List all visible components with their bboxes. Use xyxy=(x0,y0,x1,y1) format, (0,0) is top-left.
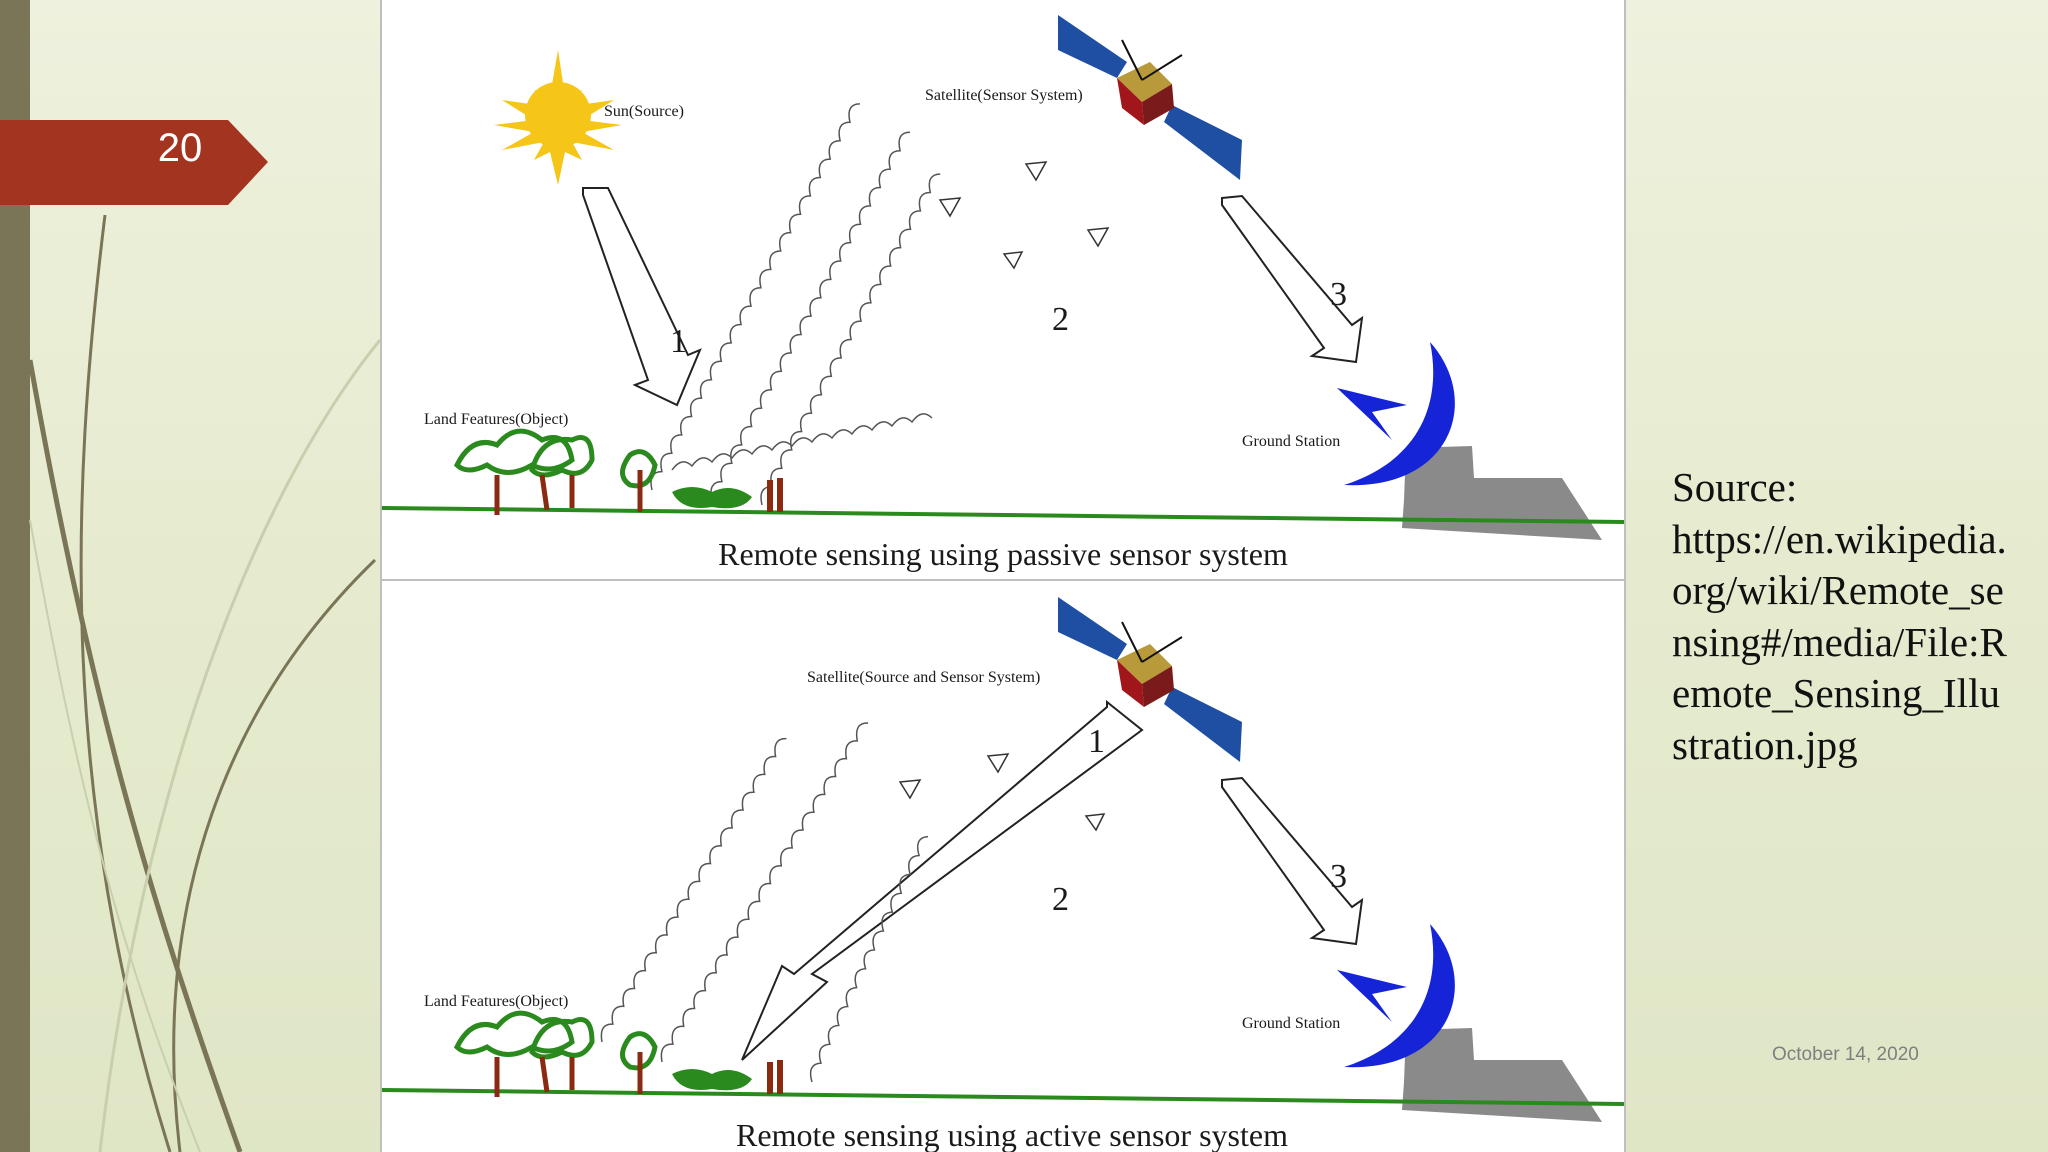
wave-arrowheads-icon-active xyxy=(898,753,1106,832)
ground-station-label-active: Ground Station xyxy=(1242,1015,1340,1032)
slide-date: October 14, 2020 xyxy=(1772,1044,1919,1065)
land-features-icon-active xyxy=(382,1010,1624,1106)
decorative-curves xyxy=(27,214,380,1152)
step-3-label: 3 xyxy=(1330,276,1347,313)
reflected-waves-icon-active xyxy=(600,722,929,1083)
step-2-label-active: 2 xyxy=(1052,881,1069,918)
source-citation: Source: https://en.wikipedia.org/wiki/Re… xyxy=(1672,462,2012,771)
reflected-waves-icon xyxy=(650,103,941,506)
arrow-1-icon-active xyxy=(741,699,1144,1061)
sun-icon xyxy=(494,50,622,185)
land-features-icon xyxy=(382,428,1624,524)
ground-station-icon-active xyxy=(1337,924,1602,1122)
satellite-label-active: Satellite(Source and Sensor System) xyxy=(807,669,1040,686)
sun-label: Sun(Source) xyxy=(604,103,684,120)
active-panel: Satellite(Source and Sensor System) 1 2 … xyxy=(382,597,1624,1152)
satellite-icon-active xyxy=(1058,597,1242,762)
arrow-3-icon-active xyxy=(1221,776,1364,946)
step-2-label: 2 xyxy=(1052,301,1069,338)
arrow-3-icon xyxy=(1221,194,1364,364)
step-1-label-active: 1 xyxy=(1088,723,1105,760)
slide-number: 20 xyxy=(157,126,203,170)
source-heading: Source: xyxy=(1672,464,1798,510)
active-caption: Remote sensing using active sensor syste… xyxy=(736,1117,1288,1152)
step-3-label-active: 3 xyxy=(1330,858,1347,895)
land-features-label-active: Land Features(Object) xyxy=(424,993,568,1010)
remote-sensing-figure: Sun(Source) Satellite(Sensor System) 1 xyxy=(380,0,1626,1152)
satellite-icon xyxy=(1058,15,1242,180)
passive-panel: Sun(Source) Satellite(Sensor System) 1 xyxy=(382,15,1624,572)
wave-arrowheads-icon xyxy=(938,161,1110,270)
satellite-label: Satellite(Sensor System) xyxy=(925,87,1083,104)
land-features-label: Land Features(Object) xyxy=(424,411,568,428)
ground-station-icon xyxy=(1337,342,1602,540)
ground-station-label: Ground Station xyxy=(1242,433,1340,450)
source-url[interactable]: https://en.wikipedia.org/wiki/Remote_sen… xyxy=(1672,515,2007,768)
passive-caption: Remote sensing using passive sensor syst… xyxy=(718,536,1288,572)
step-1-label: 1 xyxy=(670,323,687,360)
arrow-1-icon xyxy=(582,187,702,407)
slide-number-tag xyxy=(0,120,268,205)
